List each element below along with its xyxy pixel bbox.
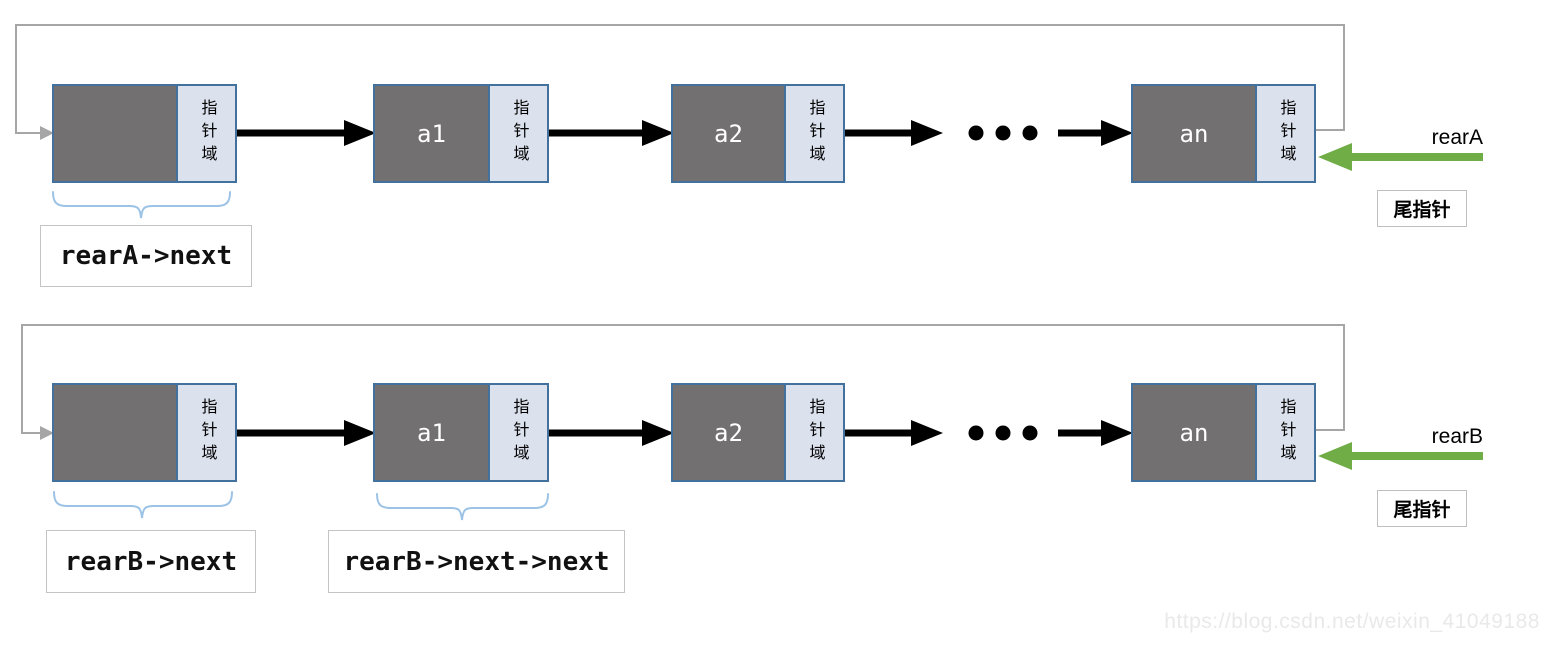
- pointer-field: 指针域: [1255, 86, 1314, 181]
- next-arrow-b-ellipsis-to-an: [1058, 420, 1133, 446]
- ellipsis-dots-list-a: [968, 125, 1038, 141]
- pointer-field: 指针域: [488, 86, 547, 181]
- pointer-field: 指针域: [784, 86, 843, 181]
- next-arrow-b-a1-to-a2: [532, 420, 674, 446]
- node-label: a1: [417, 119, 446, 148]
- node-data-field: a2: [673, 86, 784, 181]
- node-label: a2: [714, 418, 743, 447]
- tail-pointer-text: 尾指针: [1393, 500, 1451, 521]
- rear-pointer-label-list-b: rearB: [1431, 425, 1483, 448]
- node-data-field: a2: [673, 385, 784, 480]
- pointer-field-label: 指针域: [198, 398, 216, 467]
- pointer-field: 指针域: [176, 86, 235, 181]
- node-head-list-a: 指针域: [52, 84, 237, 183]
- annotation-rearB-next-next: rearB->next->next: [328, 530, 625, 593]
- node-a1-list-a: a1 指针域: [373, 84, 549, 183]
- node-an-list-a: an 指针域: [1131, 84, 1316, 183]
- node-label: a2: [714, 119, 743, 148]
- annotation-text: rearB->next->next: [343, 546, 610, 577]
- rear-pointer-label-list-a: rearA: [1431, 126, 1483, 149]
- tail-pointer-box-list-b: 尾指针: [1377, 490, 1467, 527]
- node-a2-list-a: a2 指针域: [671, 84, 845, 183]
- node-data-field: an: [1133, 385, 1255, 480]
- pointer-field-label: 指针域: [510, 398, 528, 467]
- node-an-list-b: an 指针域: [1131, 383, 1316, 482]
- node-data-field: an: [1133, 86, 1255, 181]
- watermark-text: https://blog.csdn.net/weixin_41049188: [1164, 610, 1540, 633]
- node-data-field: a1: [375, 385, 488, 480]
- node-data-field: a1: [375, 86, 488, 181]
- annotation-text: rearB->next: [64, 546, 238, 577]
- annotation-text: rearA->next: [59, 241, 233, 271]
- next-arrow-a-head-to-a1: [230, 120, 376, 146]
- pointer-field-label: 指针域: [806, 398, 824, 467]
- brace-under-head-b: [53, 491, 233, 519]
- pointer-field: 指针域: [176, 385, 235, 480]
- next-arrow-a-ellipsis-to-an: [1058, 120, 1133, 146]
- annotation-rearB-next: rearB->next: [46, 530, 256, 593]
- node-data-field: [54, 86, 176, 181]
- node-label: an: [1179, 119, 1209, 148]
- pointer-field: 指针域: [488, 385, 547, 480]
- node-data-field: [54, 385, 176, 480]
- pointer-field-label: 指针域: [1277, 99, 1295, 168]
- pointer-field-label: 指针域: [198, 99, 216, 168]
- next-arrow-a-a2-to-ellipsis: [830, 120, 943, 146]
- pointer-field-label: 指针域: [806, 99, 824, 168]
- pointer-field-label: 指针域: [1277, 398, 1295, 467]
- node-label: an: [1179, 418, 1209, 447]
- pointer-field: 指针域: [1255, 385, 1314, 480]
- node-a2-list-b: a2 指针域: [671, 383, 845, 482]
- tail-pointer-box-list-a: 尾指针: [1377, 190, 1467, 227]
- pointer-field: 指针域: [784, 385, 843, 480]
- node-label: a1: [417, 418, 446, 447]
- node-a1-list-b: a1 指针域: [373, 383, 549, 482]
- next-arrow-b-a2-to-ellipsis: [830, 420, 943, 446]
- tail-pointer-text: 尾指针: [1393, 200, 1451, 221]
- node-head-list-b: 指针域: [52, 383, 237, 482]
- next-arrow-a-a1-to-a2: [532, 120, 674, 146]
- ellipsis-dots-list-b: [968, 425, 1038, 441]
- next-arrow-b-head-to-a1: [230, 420, 376, 446]
- pointer-field-label: 指针域: [510, 99, 528, 168]
- brace-under-a1-b: [376, 493, 549, 521]
- annotation-rearA-next: rearA->next: [40, 225, 252, 287]
- brace-under-head-a: [52, 191, 231, 219]
